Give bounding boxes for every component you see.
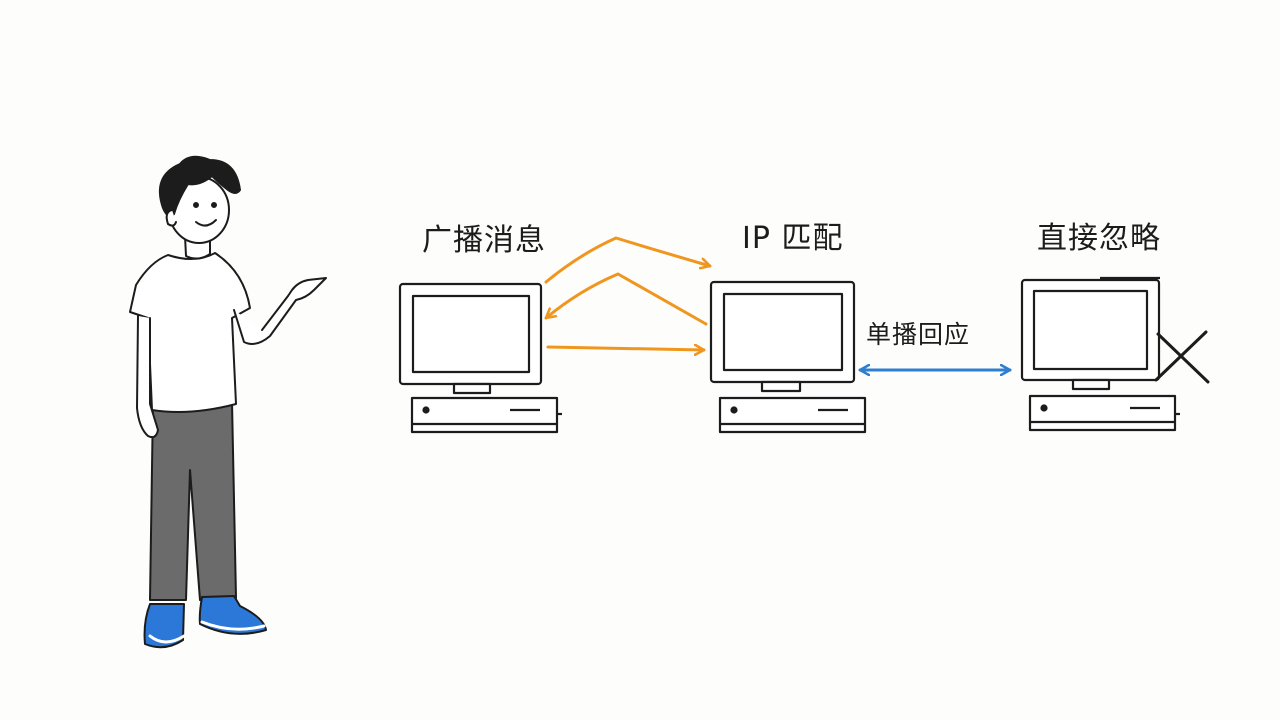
ignore-label: 直接忽略 xyxy=(1037,221,1161,256)
broadcast-message-label: 广播消息 xyxy=(422,223,546,258)
broadcast-arrow-return xyxy=(544,272,708,326)
ip-match-label: IP 匹配 xyxy=(742,221,844,256)
broadcast-arrow-direct xyxy=(546,347,706,350)
sender-computer-icon xyxy=(398,282,562,434)
matching-computer-icon xyxy=(709,280,867,434)
person-pointing-icon xyxy=(129,155,327,649)
cross-icon xyxy=(1154,330,1210,384)
unicast-reply-label: 单播回应 xyxy=(866,320,971,349)
broadcast-arrows xyxy=(544,236,712,350)
broadcast-arrow-upper xyxy=(544,236,712,284)
ignoring-computer-icon xyxy=(1020,276,1180,432)
